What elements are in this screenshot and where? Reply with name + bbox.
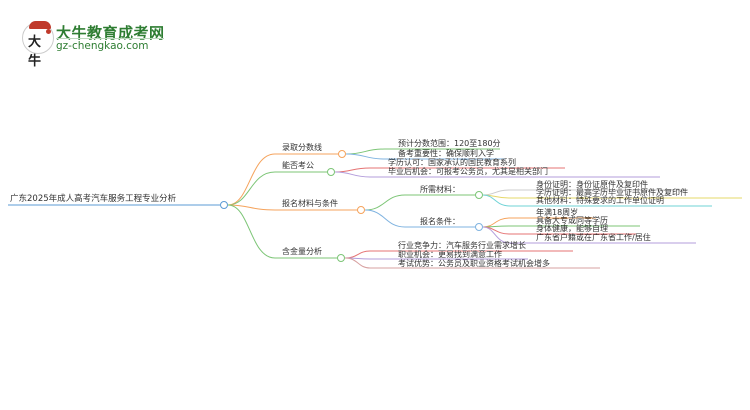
branch-admission-score[interactable]: 录取分数线 <box>282 143 322 152</box>
leaf-prep-importance[interactable]: 备考重要性：确保顺利入学 <box>398 149 494 158</box>
leaf-degree-recognition[interactable]: 学历认可：国家承认的国民教育系列 <box>388 158 516 167</box>
leaf-health-requirement[interactable]: 身体健康，能够自理 <box>536 224 608 233</box>
subbranch-eligibility[interactable]: 报名条件： <box>420 217 460 226</box>
leaf-education-proof[interactable]: 学历证明：最高学历毕业证书原件及复印件 <box>536 188 688 197</box>
leaf-education-requirement[interactable]: 具备大专或同等学历 <box>536 216 608 225</box>
leaf-industry-competitiveness[interactable]: 行业竞争力：汽车服务行业需求增长 <box>398 241 526 250</box>
leaf-score-range[interactable]: 预计分数范围：120至180分 <box>398 139 501 148</box>
leaf-id-proof[interactable]: 身份证明：身份证原件及复印件 <box>536 180 648 189</box>
leaf-other-materials[interactable]: 其他材料：特殊要求的工作单位证明 <box>536 196 664 205</box>
branch-civil-service[interactable]: 能否考公 <box>282 161 314 170</box>
leaf-exam-advantage[interactable]: 考试优势：公务员及职业资格考试机会增多 <box>398 259 550 268</box>
leaf-residency-requirement[interactable]: 广东省户籍或在广东省工作/居住 <box>536 233 651 242</box>
logo-divider <box>56 38 164 39</box>
branch-value-analysis[interactable]: 含金量分析 <box>282 247 322 256</box>
branch-materials-conditions[interactable]: 报名材料与条件 <box>282 199 338 208</box>
leaf-post-grad-opportunity[interactable]: 毕业后机会：可报考公务员，尤其是相关部门 <box>388 167 548 176</box>
leaf-age-requirement[interactable]: 年满18周岁 <box>536 208 579 217</box>
logo-url: gz-chengkao.com <box>56 40 149 52</box>
logo-badge-icon: 大牛 <box>22 21 54 69</box>
subbranch-required-materials[interactable]: 所需材料： <box>420 185 460 194</box>
root-topic[interactable]: 广东2025年成人高考汽车服务工程专业分析 <box>10 194 177 204</box>
logo-title: 大牛教育成考网 <box>56 24 165 42</box>
site-logo[interactable]: 大牛 大牛教育成考网 gz-chengkao.com <box>18 18 168 69</box>
logo-glyph: 大牛 <box>28 35 42 69</box>
leaf-career-opportunity[interactable]: 职业机会：更易找到满意工作 <box>398 250 502 259</box>
